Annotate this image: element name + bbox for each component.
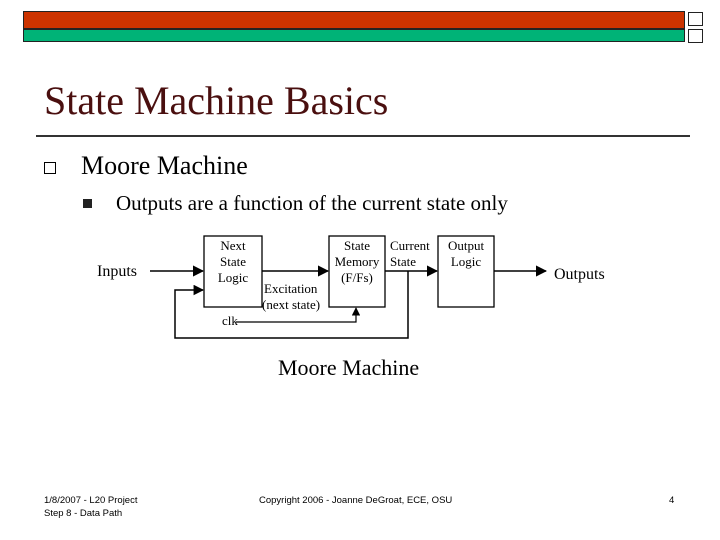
- footer-copyright: Copyright 2006 - Joanne DeGroat, ECE, OS…: [259, 495, 453, 506]
- current-state-line1: Current: [390, 238, 430, 253]
- footer-left-line1: 1/8/2007 - L20 Project: [44, 495, 138, 506]
- header-bar-red: [23, 11, 685, 29]
- next-state-logic-line2: State: [220, 254, 246, 269]
- feedback-loop-arrow: [174, 271, 409, 339]
- inputs-label: Inputs: [97, 263, 137, 280]
- state-memory-line2: Memory: [335, 254, 380, 269]
- excitation-line1: Excitation: [264, 281, 318, 296]
- figure-caption: Moore Machine: [278, 355, 420, 380]
- slide-title: State Machine Basics: [44, 78, 389, 123]
- hollow-square-bullet-icon: [44, 162, 56, 174]
- header-bar-green: [23, 29, 685, 42]
- filled-square-bullet-icon: [83, 199, 92, 208]
- footer-date-course: 1/8/2007 - L20 Project Step 8 - Data Pat…: [44, 494, 137, 520]
- current-state-line2: State: [390, 254, 416, 269]
- output-logic-line1: Output: [448, 238, 485, 253]
- title-underline: [36, 135, 690, 137]
- excitation-line2: (next state): [262, 297, 320, 312]
- header-square-bottom: [688, 29, 703, 43]
- page-number: 4: [669, 495, 675, 506]
- clk-line: [236, 307, 361, 323]
- header-square-top: [688, 12, 703, 26]
- state-memory-line1: State: [344, 238, 370, 253]
- outputs-label: Outputs: [554, 266, 605, 283]
- clk-label: clk: [222, 313, 238, 328]
- bullet-moore-machine: Moore Machine: [81, 151, 248, 180]
- next-state-logic-line1: Next: [220, 238, 246, 253]
- bullet-outputs-description: Outputs are a function of the current st…: [116, 191, 508, 215]
- footer-left-line2: Step 8 - Data Path: [44, 508, 123, 519]
- state-memory-line3: (F/Fs): [341, 270, 373, 285]
- output-logic-line2: Logic: [451, 254, 482, 269]
- next-state-logic-line3: Logic: [218, 270, 249, 285]
